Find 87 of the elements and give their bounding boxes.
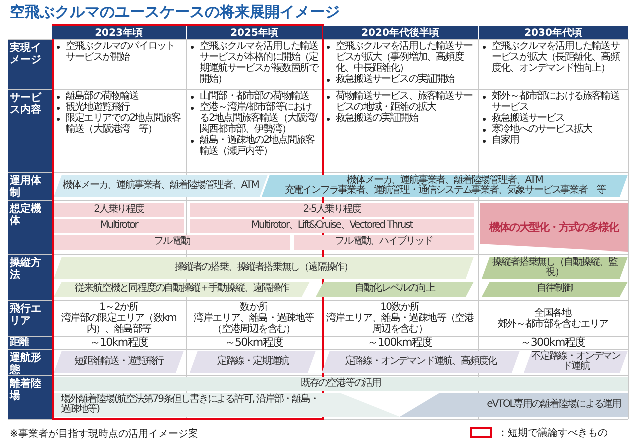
band-label: フル電動 [153,237,192,248]
row-header: 離着陸場 [8,376,52,419]
cell-text: 全国各地 [534,308,572,318]
title: 空飛ぶクルマのユースケースの将来展開イメージ [10,3,340,22]
aircraft-band [54,203,184,217]
cell-text: ～100km程度 [368,336,432,350]
column-header: 2030年代頃 [479,26,628,39]
cell-text: 10数か所 [380,302,420,313]
band-label: 短距離輸送・遊覧飛行 [73,356,165,368]
band-label: フル電動、ハイブリッド [334,237,434,248]
aircraft-band [480,203,628,252]
band-label: 機体メーカ、運航事業者、離着陸場管理者、ATM [62,180,260,192]
band-label: 自動化レベルの向上 [354,284,436,295]
band-label: Multirotor [99,220,140,232]
aircraft-band [190,203,474,217]
cell-text: 1～2か所 [100,302,138,313]
band-label: 定路線・オンデマンド運航、高頻度化 [344,356,498,368]
bullet-text: 離島部の荷物輸送 [66,91,139,102]
band-label: 既存の空港等の活用 [300,378,382,390]
legend-text: ：短期で議論すべきもの [498,426,608,440]
band-label: 場外離着陸場(航空法第79条但し書きによる許可, 沿岸部・離島・過疎地等) [60,394,320,416]
caption: ※事業者が目指す現時点の活用イメージ案 [10,428,198,441]
band-label: 機体メーカ、運航事業者、離着陸場管理者、ATM [347,176,543,186]
band-label: 2人乗り程度 [93,204,146,216]
piloting-band [482,257,628,279]
band-label: 充電インフラ事業者、運航管理・通信システム事業者、気象サービス事業者 等 [284,186,607,196]
piloting-band [316,282,474,297]
landing-band [400,393,628,417]
cell-text: ～10km程度 [90,336,148,350]
piloting-band [54,257,474,279]
cell-text: ～50km程度 [224,336,284,350]
piloting-band [54,282,310,297]
bullet-text: 自家用 [492,135,520,146]
bullet-text: 空港～湾岸/都市部等における2地点間旅客輸送（大阪湾/関西都市部、伊勢湾） [200,102,319,135]
piloting-band [482,282,628,297]
bullet-text: 救急搬送サービス [492,113,565,124]
bullet-text: 荷物輸送サービス、旅客輸送サービスの地域・距離の拡大 [336,91,474,113]
bullet-text: 空飛ぶクルマを活用した輸送サービスが本格的に開始（定期運航サービスが複数箇所で開始） [200,41,320,85]
cell-text: ～300km程度 [520,336,586,350]
operation-band [54,351,184,373]
cell-text: 湾岸エリア、離島・過疎地等（空港周辺を含む） [193,313,315,335]
band-label: 定路線・定期運航 [216,356,290,368]
operation-band [322,351,520,373]
bullet-text: 救急搬送サービスの実証開始 [336,74,454,85]
band-label: eVTOL専用の離着陸場による運用 [486,400,622,410]
column-header: 2025年頃 [187,26,322,39]
landing-band [54,377,628,391]
bullet-text: 寒冷地へのサービス拡大 [492,124,592,135]
aircraft-band [54,235,290,250]
band-label: 不定路線・オンデマンド運航 [530,352,622,372]
bullet-text: 郊外～都市部における旅客輸送サービス [492,91,621,113]
row-header: 運用体制 [8,173,52,200]
landing-band [54,393,400,417]
row-header: 想定機体 [8,201,52,254]
band-label: 従来航空機と同程度の自動操縦＋手動操縦、遠隔操作 [74,284,290,295]
bullet-text: 観光地遊覧飛行 [66,102,130,113]
bullet-text: 救急搬送の実証開始 [336,113,418,124]
band-label: 操縦者搭乗無し（自動操縦、監視） [492,258,619,278]
cell-text: 郊外～都市部を含むエリア [498,318,608,330]
row-header: 運航形態 [8,350,52,375]
bullet-text: 空飛ぶクルマを活用した輸送サービスが拡大（長距離化、高頻度化、オンデマンド性向上） [492,41,621,74]
aircraft-band [54,219,184,233]
bullet-text: 空飛ぶクルマを活用した輸送サービスが拡大（事例増加、高頻度化、中長距離化） [336,41,474,74]
cell-text: 湾岸部の限定エリア（数km内）、離島部等 [60,313,178,335]
band-label: 自律制御 [536,284,574,295]
bullet-text: 空飛ぶクルマのパイロットサービスが開始 [66,41,176,63]
operation-band [190,351,316,373]
stakeholder-band [54,175,268,197]
row-header: 飛行エリア [8,301,52,336]
bullet-text: 山間部・都市部の荷物輸送 [200,91,310,102]
bullet-text: 離島・過疎地の2地点間旅客輸送（瀬戸内等） [200,135,316,157]
aircraft-band [294,235,474,250]
row-header: 操縦方法 [8,255,52,300]
aircraft-band [190,219,474,233]
column-header: 2023年頃 [52,26,186,39]
band-label: 機体の大型化・方式の多様化 [488,222,620,234]
row-header: 実現イメージ [8,40,52,89]
stakeholder-band [262,175,628,197]
band-label: Multirotor、Lift&Cruise、Vectored Thrust [250,220,414,232]
band-label: 操縦者の搭乗、操縦者搭乗無し（遠隔操作） [174,262,354,274]
band-label: 2-5人乗り程度 [302,204,362,216]
cell-text: 数か所 [240,302,268,313]
bullet-text: 限定エリアでの2地点間旅客輸送（大阪港湾 等） [66,113,182,135]
column-header: 2020年代後半頃 [323,26,478,39]
row-header: サービス内容 [8,90,52,172]
operation-band [524,351,628,373]
cell-text: 湾岸エリア、離島・過疎地等（空港周辺を含む） [325,313,475,335]
